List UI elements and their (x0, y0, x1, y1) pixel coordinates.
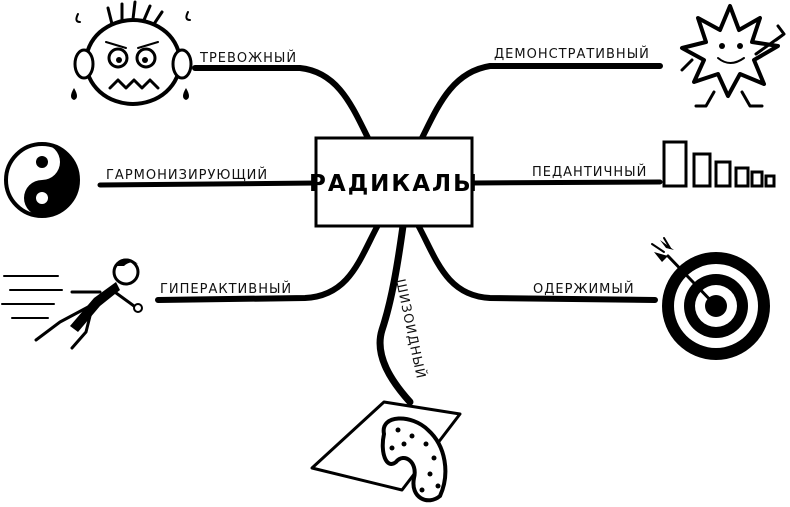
label-obsessive: ОДЕРЖИМЫЙ (533, 281, 635, 297)
running-man-icon (1, 258, 143, 350)
star-character-icon (680, 4, 786, 108)
label-pedantic: ПЕДАНТИЧНЫЙ (532, 164, 647, 180)
anxious-face-icon (71, 0, 193, 106)
branch-connectors (97, 63, 663, 406)
label-demonstrative: ДЕМОНСТРАТИВНЫЙ (494, 46, 650, 62)
ordered-bars-icon (662, 140, 776, 188)
yin-yang-icon (4, 142, 80, 218)
label-schizoid: ШИЗОИДНЫЙ (392, 278, 429, 381)
label-hyperactive: ГИПЕРАКТИВНЫЙ (160, 281, 292, 297)
label-anxious: ТРЕВОЖНЫЙ (199, 50, 297, 66)
center-label: РАДИКАЛЫ (309, 171, 479, 197)
paper-brain-icon (310, 400, 462, 503)
target-arrow-icon (651, 237, 770, 360)
center-node: РАДИКАЛЫ (309, 136, 479, 228)
label-harmonizing: ГАРМОНИЗИРУЮЩИЙ (106, 167, 268, 183)
